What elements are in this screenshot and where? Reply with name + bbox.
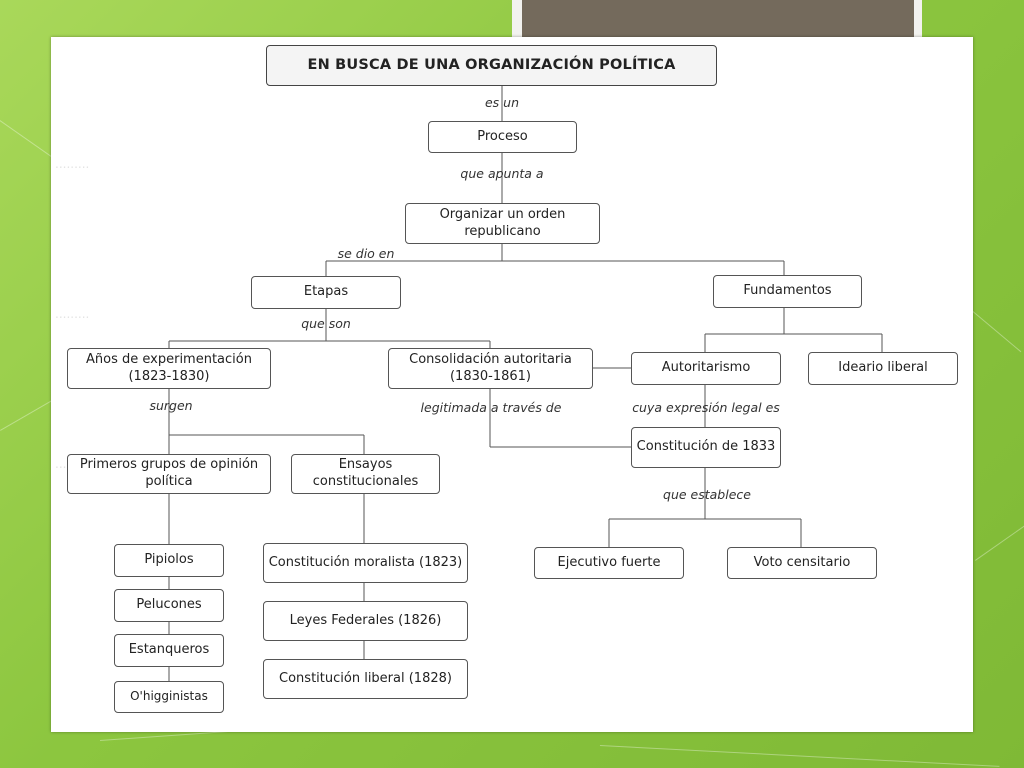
node-organizar-orden-republicano: Organizar un orden republicano bbox=[405, 203, 600, 244]
node-primeros-grupos: Primeros grupos de opinión política bbox=[67, 454, 271, 494]
node-consolidacion-autoritaria: Consolidación autoritaria (1830-1861) bbox=[388, 348, 593, 389]
node-estanqueros: Estanqueros bbox=[114, 634, 224, 667]
link-label-que-son: que son bbox=[301, 316, 351, 331]
node-voto-censitario: Voto censitario bbox=[727, 547, 877, 579]
link-label-que-apunta-a: que apunta a bbox=[460, 166, 544, 181]
concept-map-sheet: ......... ......... ......... bbox=[51, 37, 973, 732]
bleed-through: ......... bbox=[55, 157, 90, 171]
background-line bbox=[599, 745, 1000, 767]
link-label-es-un: es un bbox=[484, 95, 520, 110]
node-autoritarismo: Autoritarismo bbox=[631, 352, 781, 385]
node-constitucion-1833: Constitución de 1833 bbox=[631, 427, 781, 468]
node-ohigginistas: O'higginistas bbox=[114, 681, 224, 713]
bleed-through: ......... bbox=[55, 307, 90, 321]
node-ejecutivo-fuerte: Ejecutivo fuerte bbox=[534, 547, 684, 579]
connector-lines bbox=[168, 86, 883, 681]
link-label-surgen: surgen bbox=[149, 398, 193, 413]
link-label-que-establece: que establece bbox=[663, 487, 751, 502]
map-title: EN BUSCA DE UNA ORGANIZACIÓN POLÍTICA bbox=[266, 45, 717, 86]
link-label-legitimada: legitimada a través de bbox=[420, 400, 562, 415]
node-fundamentos: Fundamentos bbox=[713, 275, 862, 308]
node-proceso: Proceso bbox=[428, 121, 577, 153]
node-pipiolos: Pipiolos bbox=[114, 544, 224, 577]
title-bar-decoration bbox=[522, 0, 914, 38]
background-line bbox=[975, 519, 1024, 561]
link-label-cuya-expresion: cuya expresión legal es bbox=[632, 400, 780, 415]
node-ideario-liberal: Ideario liberal bbox=[808, 352, 958, 385]
node-constitucion-liberal: Constitución liberal (1828) bbox=[263, 659, 468, 699]
node-pelucones: Pelucones bbox=[114, 589, 224, 622]
link-label-se-dio-en: se dio en bbox=[337, 246, 395, 261]
node-anos-experimentacion: Años de experimentación (1823-1830) bbox=[67, 348, 271, 389]
node-leyes-federales: Leyes Federales (1826) bbox=[263, 601, 468, 641]
node-constitucion-moralista: Constitución moralista (1823) bbox=[263, 543, 468, 583]
node-etapas: Etapas bbox=[251, 276, 401, 309]
node-ensayos-constitucionales: Ensayos constitucionales bbox=[291, 454, 440, 494]
